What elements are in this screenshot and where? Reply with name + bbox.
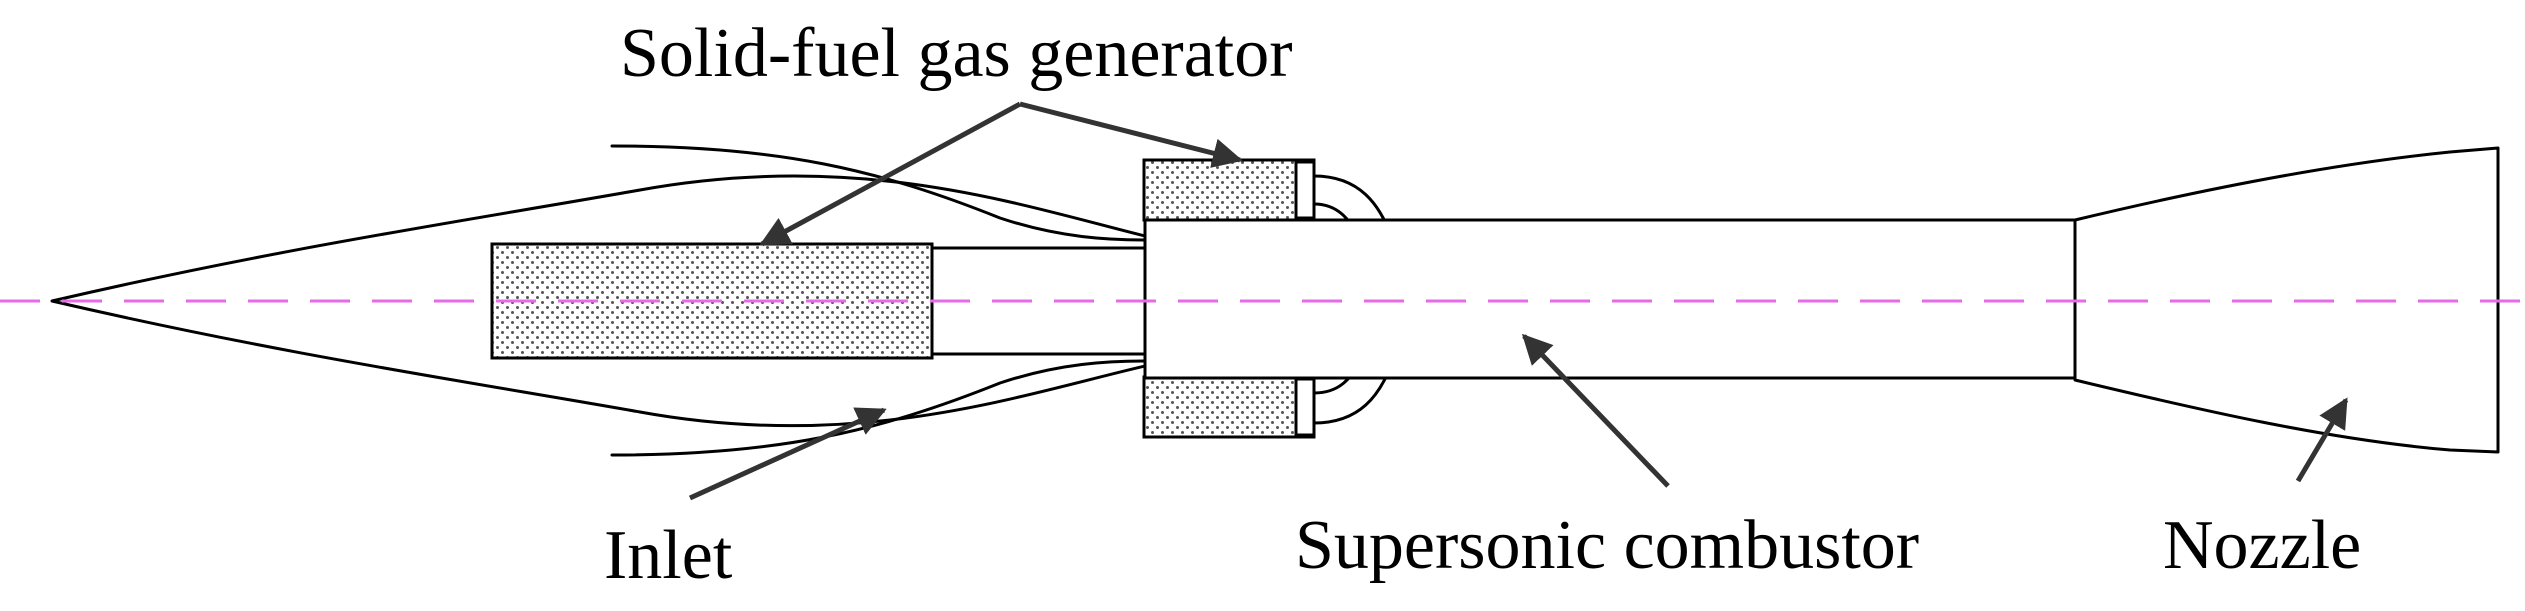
upper-generator-cap	[1294, 160, 1316, 220]
gas-generator-arrow-upper	[1019, 101, 1243, 168]
inlet-arrow	[688, 407, 887, 501]
label-gas-generator: Solid-fuel gas generator	[620, 15, 1293, 92]
upper-gas-generator	[1142, 158, 1316, 222]
inlet-cowl-lower	[610, 359, 1147, 457]
label-inlet: Inlet	[604, 517, 733, 594]
label-nozzle: Nozzle	[2163, 507, 2361, 584]
nozzle	[2073, 146, 2500, 454]
inlet-cowl-upper	[610, 144, 1147, 242]
combustor-arrow	[1521, 333, 1670, 488]
lower-gas-generator	[1142, 375, 1316, 439]
label-combustor: Supersonic combustor	[1295, 507, 1919, 584]
nozzle-arrow	[2295, 397, 2349, 483]
gas-generator-arrow-central	[759, 101, 1022, 247]
supersonic-combustor	[1143, 218, 2077, 380]
lower-generator-cap	[1294, 377, 1316, 437]
